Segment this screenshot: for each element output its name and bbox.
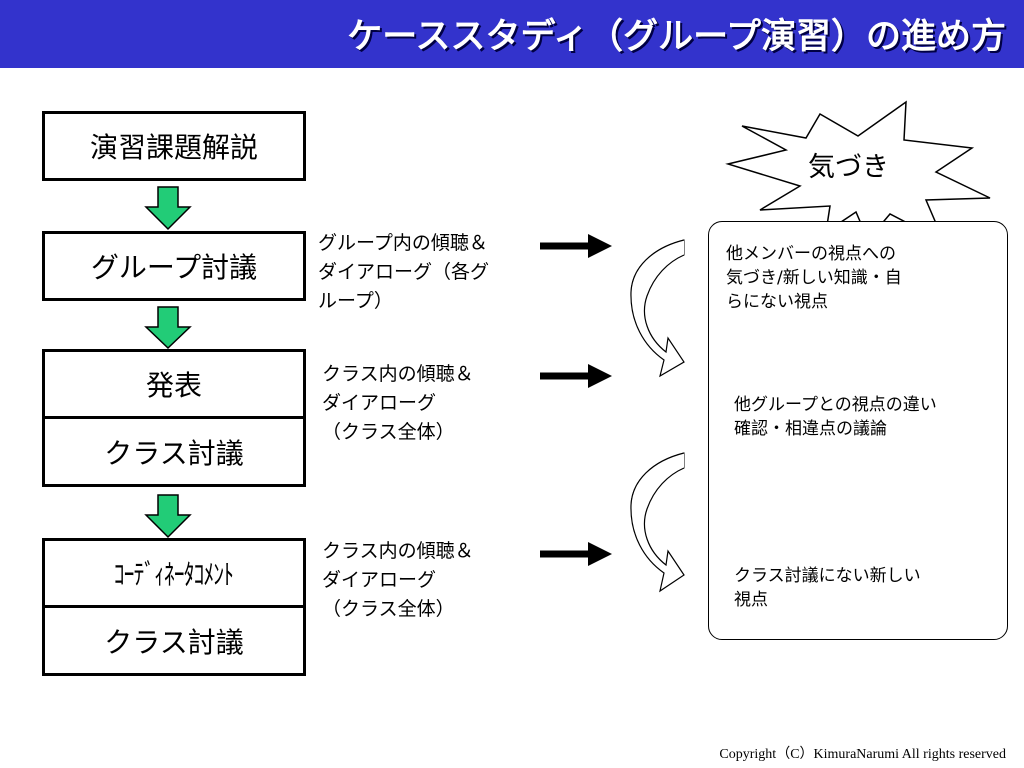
result-line: 視点 (734, 590, 768, 610)
down-arrow-2-icon (144, 306, 192, 350)
copyright-notice: Copyright（C）KimuraNarumi All rights rese… (719, 747, 1006, 762)
result-line: らにない視点 (726, 292, 828, 312)
step-label: ｺｰﾃﾞｨﾈｰﾀｺﾒﾝﾄ (114, 558, 234, 591)
note-line: （クラス全体） (322, 598, 455, 620)
step-exercise-explanation: 演習課題解説 (42, 111, 306, 181)
step-class-discussion-2: クラス討議 (42, 605, 306, 676)
step-label: グループ討議 (90, 251, 258, 284)
right-arrow-2-icon (540, 364, 612, 388)
step-label: クラス討議 (104, 625, 244, 659)
right-arrow-3-icon (540, 542, 612, 566)
note-group-dialogue: グループ内の傾聴＆ ダイアローグ（各グ ループ） (318, 229, 489, 316)
right-arrow-1-icon (540, 234, 612, 258)
note-line: クラス内の傾聴＆ (322, 363, 474, 385)
result-group-difference: 他グループとの視点の違い 確認・相違点の議論 (734, 393, 937, 441)
results-panel (708, 221, 1008, 640)
step-coordinator-comment: ｺｰﾃﾞｨﾈｰﾀｺﾒﾝﾄ (42, 538, 306, 608)
title-bar: ケーススタディ（グループ演習）の進め方 (0, 0, 1024, 68)
insight-label: 気づき (808, 152, 889, 183)
step-class-discussion-1: クラス討議 (42, 416, 306, 487)
down-arrow-1-icon (144, 186, 192, 231)
note-line: グループ内の傾聴＆ (318, 232, 488, 254)
note-line: ダイアローグ（各グ (318, 261, 490, 283)
result-line: 気づき/新しい知識・自 (726, 268, 902, 288)
step-label: 演習課題解説 (89, 131, 258, 164)
curved-arrow-1-icon (630, 239, 685, 378)
result-line: 確認・相違点の議論 (734, 419, 887, 439)
result-line: クラス討議にない新しい (734, 566, 921, 586)
note-line: クラス内の傾聴＆ (322, 540, 474, 562)
note-line: ループ） (318, 290, 393, 312)
note-line: （クラス全体） (322, 421, 455, 443)
down-arrow-3-icon (144, 494, 192, 539)
note-class-dialogue-2: クラス内の傾聴＆ ダイアローグ （クラス全体） (322, 537, 474, 624)
step-group-discussion: グループ討議 (42, 231, 306, 301)
step-presentation: 発表 (42, 349, 306, 419)
page-title: ケーススタディ（グループ演習）の進め方 (347, 17, 1006, 57)
result-member-perspective: 他メンバーの視点への 気づき/新しい知識・自 らにない視点 (726, 242, 902, 314)
step-label: クラス討議 (104, 436, 244, 470)
result-line: 他メンバーの視点への (726, 244, 896, 264)
step-label: 発表 (145, 369, 202, 402)
curved-arrow-2-icon (630, 452, 685, 593)
note-line: ダイアローグ (322, 392, 437, 414)
result-line: 他グループとの視点の違い (734, 395, 937, 415)
note-line: ダイアローグ (322, 569, 437, 591)
note-class-dialogue-1: クラス内の傾聴＆ ダイアローグ （クラス全体） (322, 360, 474, 447)
result-new-perspective: クラス討議にない新しい 視点 (734, 564, 921, 612)
